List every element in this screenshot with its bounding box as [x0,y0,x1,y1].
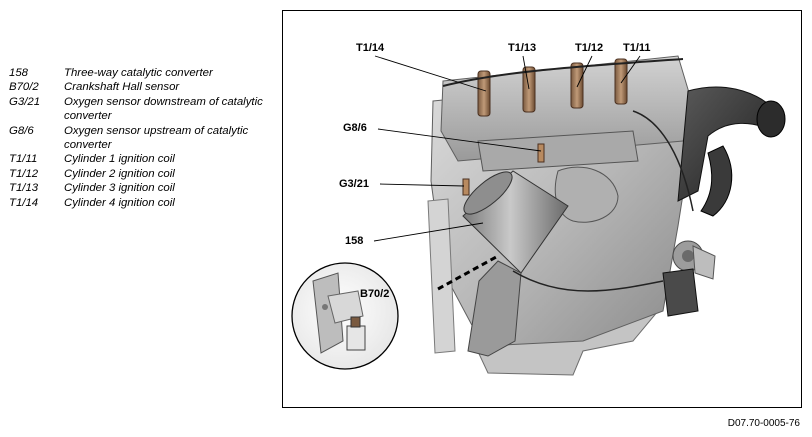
legend-row-g8-6: G8/6 Oxygen sensor upstream of catalytic… [9,124,277,153]
oxygen-sensor-downstream [462,178,470,196]
legend-description: Three-way catalytic converter [64,67,213,79]
callout-g3-21: G3/21 [339,178,369,190]
legend-code: T1/14 [9,196,39,209]
legend-row-t1-13: T1/13 Cylinder 3 ignition coil [9,181,277,195]
oxygen-sensor-upstream [537,143,545,163]
catalytic-converter [462,170,569,357]
crankshaft-hall-sensor-inset [291,262,399,370]
callout-t1-13: T1/13 [508,42,537,54]
legend-code: G3/21 [9,95,41,108]
legend-description: Oxygen sensor upstream of catalytic conv… [64,124,249,152]
wiring-harness-lower [512,270,664,292]
legend-description: Cylinder 4 ignition coil [64,196,175,209]
thermostat-housing [692,245,716,280]
legend-row-t1-12: T1/12 Cylinder 2 ignition coil [9,167,277,181]
callout-t1-14: T1/14 [356,42,385,54]
b70-2-pointer [437,254,499,291]
ignition-coils [477,58,628,117]
intake-hose [700,145,733,217]
engine-illustration [291,55,786,376]
timing-cover [427,198,456,354]
exhaust-manifold [477,130,639,172]
legend: 158 Three-way catalytic converter B70/2 … [9,66,277,210]
figure-id: D07.70-0005-76 [727,418,800,429]
legend-code: T1/12 [9,167,39,180]
legend-code: 158 [9,67,29,79]
engine-figure: T1/14 T1/13 T1/12 T1/11 G8/6 G3/21 158 B… [282,10,802,408]
pulley-hub [682,250,694,262]
wiring-harness [442,58,684,87]
alternator [662,268,699,317]
legend-description: Cylinder 1 ignition coil [64,153,175,166]
callout-t1-11: T1/11 [623,42,651,54]
legend-description: Cylinder 2 ignition coil [64,167,175,180]
legend-code: T1/11 [9,153,38,166]
callout-158: 158 [345,235,364,247]
wiring-harness-right [632,110,694,212]
legend-code: G8/6 [9,124,34,137]
legend-code: T1/13 [9,182,39,195]
legend-description: Crankshaft Hall sensor [64,81,180,94]
legend-row-t1-14: T1/14 Cylinder 4 ignition coil [9,196,277,210]
legend-description: Oxygen sensor downstream of catalytic co… [64,95,263,123]
leader-lines [373,55,641,242]
legend-row-t1-11: T1/11 Cylinder 1 ignition coil [9,152,277,166]
legend-code: B70/2 [9,81,39,94]
callout-g8-6: G8/6 [343,122,367,134]
legend-row-158: 158 Three-way catalytic converter [9,66,277,80]
callout-t1-12: T1/12 [575,42,604,54]
legend-description: Cylinder 3 ignition coil [64,182,175,195]
intake-duct-end [756,100,786,138]
callout-b70-2: B70/2 [360,288,390,300]
legend-row-b70-2: B70/2 Crankshaft Hall sensor [9,80,277,94]
legend-row-g3-21: G3/21 Oxygen sensor downstream of cataly… [9,95,277,124]
